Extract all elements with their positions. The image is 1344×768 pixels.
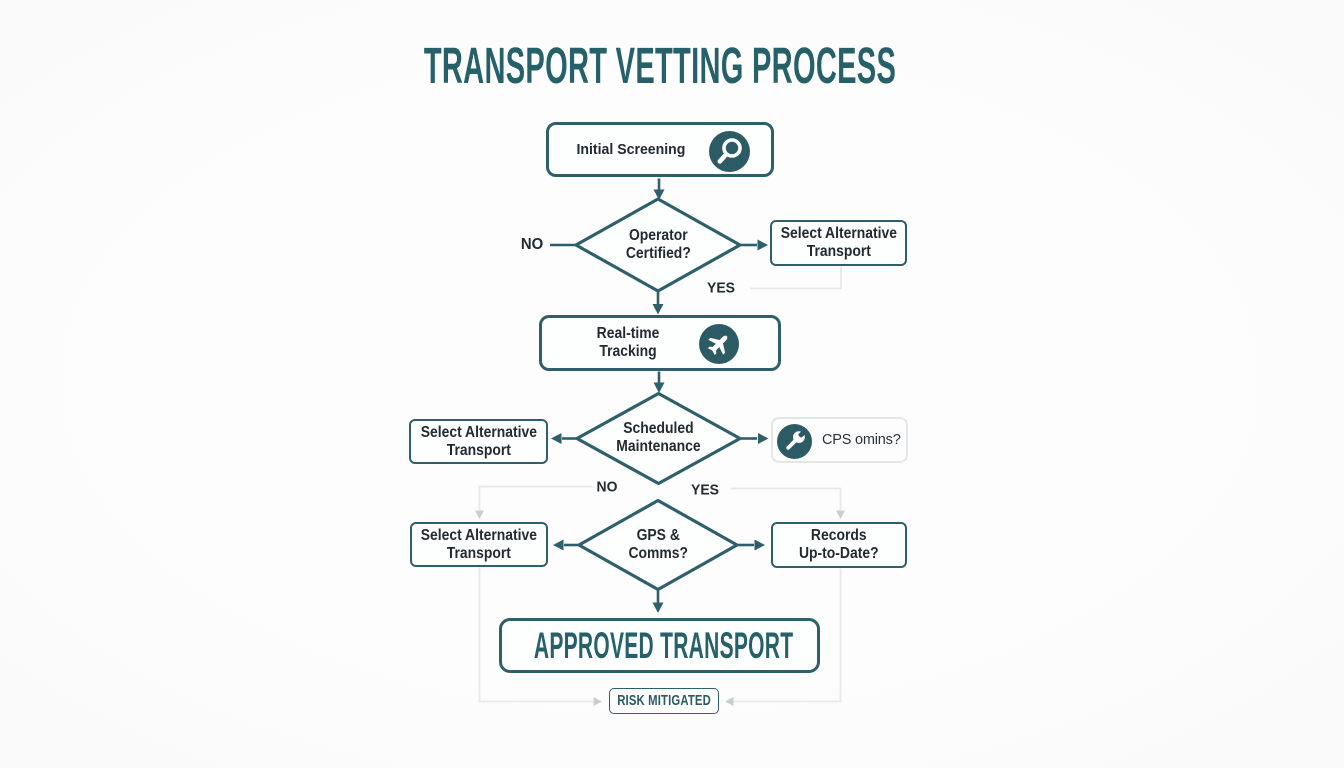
node-initial-screening-label: Initial Screening [576, 140, 685, 158]
arrowhead-records-left [754, 539, 765, 551]
node-gps-comms-label: GPS & Comms? [579, 510, 737, 580]
diamond-scheduled-maintenance [575, 391, 742, 486]
select-alternative-1-line1: Select Alternative [780, 225, 897, 242]
real-time-tracking-line1: Real-time [596, 325, 660, 342]
node-real-time-tracking: Real-time Tracking [539, 315, 781, 371]
diamond-operator-certified [574, 197, 742, 293]
node-approved-transport: APPROVED TRANSPORT [499, 618, 820, 673]
operator-certified-line2: Certified? [625, 245, 691, 262]
edge-yes1-line [750, 266, 842, 290]
node-cps-comms: CPS omins? [771, 417, 908, 463]
edge-label-no2: NO [596, 478, 618, 496]
teal-connectors [550, 178, 757, 603]
arrowhead-no2-down [475, 510, 484, 519]
edge-yes2-line [731, 487, 842, 510]
gray-arrowheads [475, 510, 845, 706]
node-approved-transport-label: APPROVED TRANSPORT [534, 624, 794, 666]
arrowhead-alt1-left [757, 239, 768, 251]
wrench-icon [777, 424, 812, 459]
page-title: TRANSPORT VETTING PROCESS [246, 37, 1075, 103]
arrowhead-risk-right-in [725, 697, 734, 706]
arrowhead-tracking-top [652, 304, 664, 315]
node-initial-screening: Initial Screening [546, 122, 774, 177]
node-select-alternative-1: Select Alternative Transport [770, 220, 907, 266]
select-alternative-2-line2: Transport [446, 441, 511, 459]
select-alternative-1-line2: Transport [806, 243, 871, 260]
arrowhead-yes2-down [836, 510, 845, 519]
node-risk-mitigated-label: RISK MITIGATED [617, 693, 711, 709]
select-alternative-2-line1: Select Alternative [420, 423, 537, 441]
records-line1: Records [811, 527, 867, 544]
edge-label-yes1: YES [707, 279, 735, 297]
arrowhead-alt2-right [551, 433, 562, 444]
real-time-tracking-line2: Tracking [599, 343, 657, 360]
scheduled-maintenance-line1: Scheduled [623, 420, 694, 437]
page-title-text: TRANSPORT VETTING PROCESS [423, 37, 897, 94]
node-select-alternative-3: Select Alternative Transport [410, 522, 548, 567]
records-line2: Up-to-Date? [799, 545, 879, 562]
edge-label-no1: NO [520, 236, 544, 253]
node-cps-comms-label: CPS omins? [822, 432, 901, 448]
edge-no2-line [478, 485, 592, 510]
arrowhead-cps-left [758, 433, 769, 444]
arrowhead-approved-top [652, 602, 664, 613]
arrowhead-d2-top [653, 382, 665, 393]
edge-label-yes2: YES [691, 481, 719, 499]
gps-comms-line1: GPS & [636, 527, 680, 544]
teal-arrowheads [551, 189, 769, 613]
plane-icon [699, 324, 739, 364]
node-operator-certified-label: Operator Certified? [576, 210, 740, 280]
scheduled-maintenance-line2: Maintenance [616, 438, 701, 455]
select-alternative-3-line1: Select Alternative [420, 526, 538, 544]
arrowhead-alt3-right [553, 539, 564, 551]
node-records-up-to-date: Records Up-to-Date? [771, 522, 907, 568]
diamonds [574, 197, 742, 592]
node-scheduled-maintenance-label: Scheduled Maintenance [577, 403, 740, 473]
edge-right-drop-line [734, 568, 842, 703]
node-risk-mitigated: RISK MITIGATED [609, 688, 719, 714]
arrowhead-risk-left-in [593, 697, 602, 706]
magnifier-icon [709, 131, 750, 172]
edge-left-drop-line [478, 567, 593, 703]
arrowhead-d1-top [653, 189, 665, 200]
diamond-gps-comms [577, 498, 739, 592]
node-select-alternative-2: Select Alternative Transport [409, 419, 548, 464]
gps-comms-line2: Comms? [628, 545, 688, 562]
operator-certified-line1: Operator [628, 227, 688, 244]
gray-connectors [478, 266, 842, 703]
select-alternative-3-line2: Transport [446, 544, 512, 562]
